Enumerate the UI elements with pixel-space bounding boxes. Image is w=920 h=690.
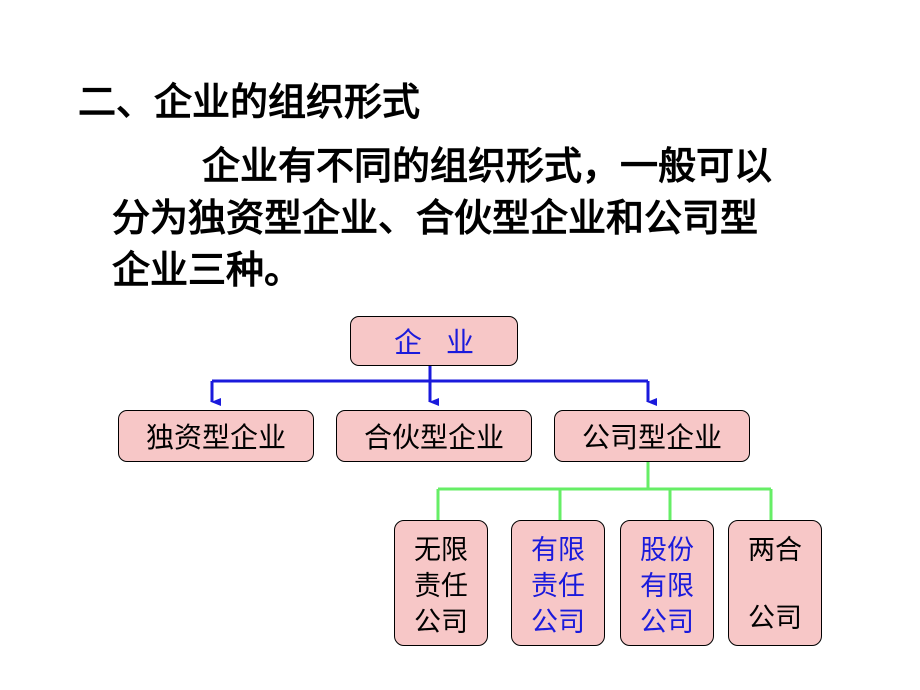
leaf-3-line-2: 有限 — [640, 571, 694, 602]
leaf-2-line-2: 责任 — [531, 571, 585, 602]
slide-heading: 二、企业的组织形式 — [78, 80, 421, 124]
leaf-1-line-3: 公司 — [414, 607, 468, 638]
leaf-3-line-1: 股份 — [640, 535, 694, 566]
node-two-combined-company: 两合 公司 — [728, 520, 822, 646]
leaf-4-line-3: 公司 — [748, 603, 802, 634]
paragraph-line-3: 企业三种。 — [112, 248, 303, 292]
intro-paragraph: 企业有不同的组织形式，一般可以 分为独资型企业、合伙型企业和公司型 企业三种。 — [112, 140, 832, 296]
root-node-label: 企业 — [393, 326, 498, 359]
node-joint-stock-company: 股份 有限 公司 — [620, 520, 714, 646]
node-unlimited-liability-company: 无限 责任 公司 — [394, 520, 488, 646]
leaf-1-line-1: 无限 — [414, 535, 468, 566]
root-node-enterprise: 企业 — [350, 316, 518, 366]
node-company-label: 公司型企业 — [581, 421, 722, 454]
blue-connector-group — [210, 366, 657, 406]
node-sole-proprietorship-label: 独资型企业 — [145, 421, 286, 454]
paragraph-line-1: 企业有不同的组织形式，一般可以 — [202, 144, 773, 188]
node-sole-proprietorship: 独资型企业 — [118, 410, 314, 462]
paragraph-line-2: 分为独资型企业、合伙型企业和公司型 — [112, 196, 759, 240]
leaf-4-line-1: 两合 — [748, 535, 802, 566]
node-company: 公司型企业 — [554, 410, 750, 462]
node-limited-liability-company: 有限 责任 公司 — [511, 520, 605, 646]
green-connector-group — [436, 462, 773, 520]
leaf-2-line-3: 公司 — [531, 607, 585, 638]
leaf-1-line-2: 责任 — [414, 571, 468, 602]
node-partnership-label: 合伙型企业 — [363, 421, 504, 454]
node-partnership: 合伙型企业 — [336, 410, 532, 462]
leaf-2-line-1: 有限 — [531, 535, 585, 566]
leaf-3-line-3: 公司 — [640, 607, 694, 638]
